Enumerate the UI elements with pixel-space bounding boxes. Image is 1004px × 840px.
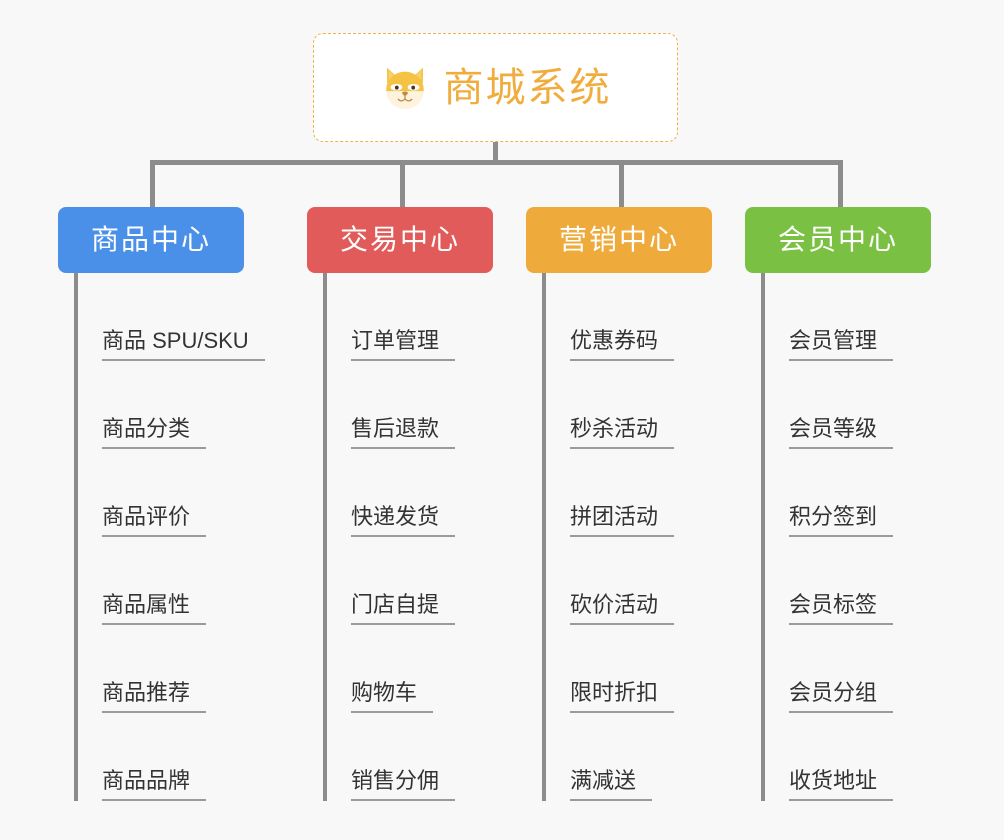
leaf-label: 会员分组 — [789, 679, 878, 705]
leaf-label: 限时折扣 — [570, 679, 659, 705]
category-label-1: 商品中心 — [90, 224, 211, 255]
leaf-item[interactable]: 订单管理 — [323, 273, 493, 361]
leaf-label: 收货地址 — [789, 767, 878, 793]
leaf-label: 销售分佣 — [351, 767, 440, 793]
category-column-4: 会员中心 会员管理 会员等级 积分签到 会员标签 会员分组 收货地址 — [745, 207, 931, 801]
connector-drop-2 — [400, 160, 405, 207]
category-box-2[interactable]: 交易中心 — [307, 207, 493, 273]
category-label-2: 交易中心 — [339, 224, 460, 255]
column-spine-4 — [761, 273, 765, 801]
leaf-label: 会员等级 — [789, 415, 878, 441]
leaf-label: 秒杀活动 — [570, 415, 659, 441]
leaf-label: 商品属性 — [102, 591, 191, 617]
leaf-label: 会员管理 — [789, 327, 878, 353]
category-column-1: 商品中心 商品 SPU/SKU 商品分类 商品评价 商品属性 商品推荐 商品品牌 — [58, 207, 265, 801]
leaf-label: 商品评价 — [102, 503, 191, 529]
leaf-list-2: 订单管理 售后退款 快递发货 门店自提 购物车 销售分佣 — [323, 273, 493, 801]
leaf-item[interactable]: 积分签到 — [761, 449, 931, 537]
root-title: 商城系统 — [443, 65, 612, 110]
category-column-3: 营销中心 优惠券码 秒杀活动 拼团活动 砍价活动 限时折扣 满减送 — [526, 207, 712, 801]
leaf-item[interactable]: 商品品牌 — [74, 713, 244, 801]
leaf-item[interactable]: 拼团活动 — [542, 449, 712, 537]
leaf-item[interactable]: 收货地址 — [761, 713, 931, 801]
leaf-item[interactable]: 满减送 — [542, 713, 712, 801]
leaf-label: 满减送 — [570, 767, 637, 793]
leaf-item[interactable]: 会员分组 — [761, 625, 931, 713]
leaf-label: 快递发货 — [351, 503, 440, 529]
leaf-item[interactable]: 门店自提 — [323, 537, 493, 625]
leaf-label: 售后退款 — [351, 415, 440, 441]
leaf-label: 商品品牌 — [102, 767, 191, 793]
category-label-4: 会员中心 — [777, 224, 898, 255]
leaf-item[interactable]: 购物车 — [323, 625, 493, 713]
leaf-item[interactable]: 砍价活动 — [542, 537, 712, 625]
category-label-3: 营销中心 — [558, 224, 679, 255]
leaf-item[interactable]: 秒杀活动 — [542, 361, 712, 449]
leaf-item[interactable]: 会员管理 — [761, 273, 931, 361]
leaf-label: 商品 SPU/SKU — [102, 327, 249, 353]
connector-drop-1 — [150, 160, 155, 207]
column-spine-3 — [542, 273, 546, 801]
leaf-item[interactable]: 售后退款 — [323, 361, 493, 449]
leaf-item[interactable]: 商品推荐 — [74, 625, 244, 713]
leaf-label: 订单管理 — [351, 327, 440, 353]
leaf-list-4: 会员管理 会员等级 积分签到 会员标签 会员分组 收货地址 — [761, 273, 931, 801]
leaf-label: 砍价活动 — [570, 591, 659, 617]
leaf-label: 优惠券码 — [570, 327, 659, 353]
leaf-list-3: 优惠券码 秒杀活动 拼团活动 砍价活动 限时折扣 满减送 — [542, 273, 712, 801]
leaf-item[interactable]: 商品 SPU/SKU — [74, 273, 265, 361]
category-box-1[interactable]: 商品中心 — [58, 207, 244, 273]
connector-root-stem — [493, 142, 498, 164]
category-box-4[interactable]: 会员中心 — [745, 207, 931, 273]
leaf-item[interactable]: 销售分佣 — [323, 713, 493, 801]
leaf-label: 会员标签 — [789, 591, 878, 617]
leaf-label: 拼团活动 — [570, 503, 659, 529]
leaf-label: 购物车 — [351, 679, 418, 705]
leaf-item[interactable]: 优惠券码 — [542, 273, 712, 361]
leaf-label: 积分签到 — [789, 503, 878, 529]
category-box-3[interactable]: 营销中心 — [526, 207, 712, 273]
column-spine-1 — [74, 273, 78, 801]
leaf-label: 商品推荐 — [102, 679, 191, 705]
connector-drop-3 — [619, 160, 624, 207]
leaf-item[interactable]: 限时折扣 — [542, 625, 712, 713]
leaf-item[interactable]: 商品属性 — [74, 537, 244, 625]
leaf-item[interactable]: 会员等级 — [761, 361, 931, 449]
shiba-dog-face-icon — [380, 63, 430, 113]
leaf-item[interactable]: 商品评价 — [74, 449, 244, 537]
leaf-list-1: 商品 SPU/SKU 商品分类 商品评价 商品属性 商品推荐 商品品牌 — [74, 273, 265, 801]
leaf-item[interactable]: 会员标签 — [761, 537, 931, 625]
leaf-label: 商品分类 — [102, 415, 191, 441]
connector-drop-4 — [838, 160, 843, 207]
leaf-item[interactable]: 快递发货 — [323, 449, 493, 537]
category-column-2: 交易中心 订单管理 售后退款 快递发货 门店自提 购物车 销售分佣 — [307, 207, 493, 801]
root-node[interactable]: 商城系统 — [313, 33, 678, 142]
connector-horizontal-rail — [150, 160, 841, 165]
leaf-item[interactable]: 商品分类 — [74, 361, 244, 449]
column-spine-2 — [323, 273, 327, 801]
leaf-label: 门店自提 — [351, 591, 440, 617]
